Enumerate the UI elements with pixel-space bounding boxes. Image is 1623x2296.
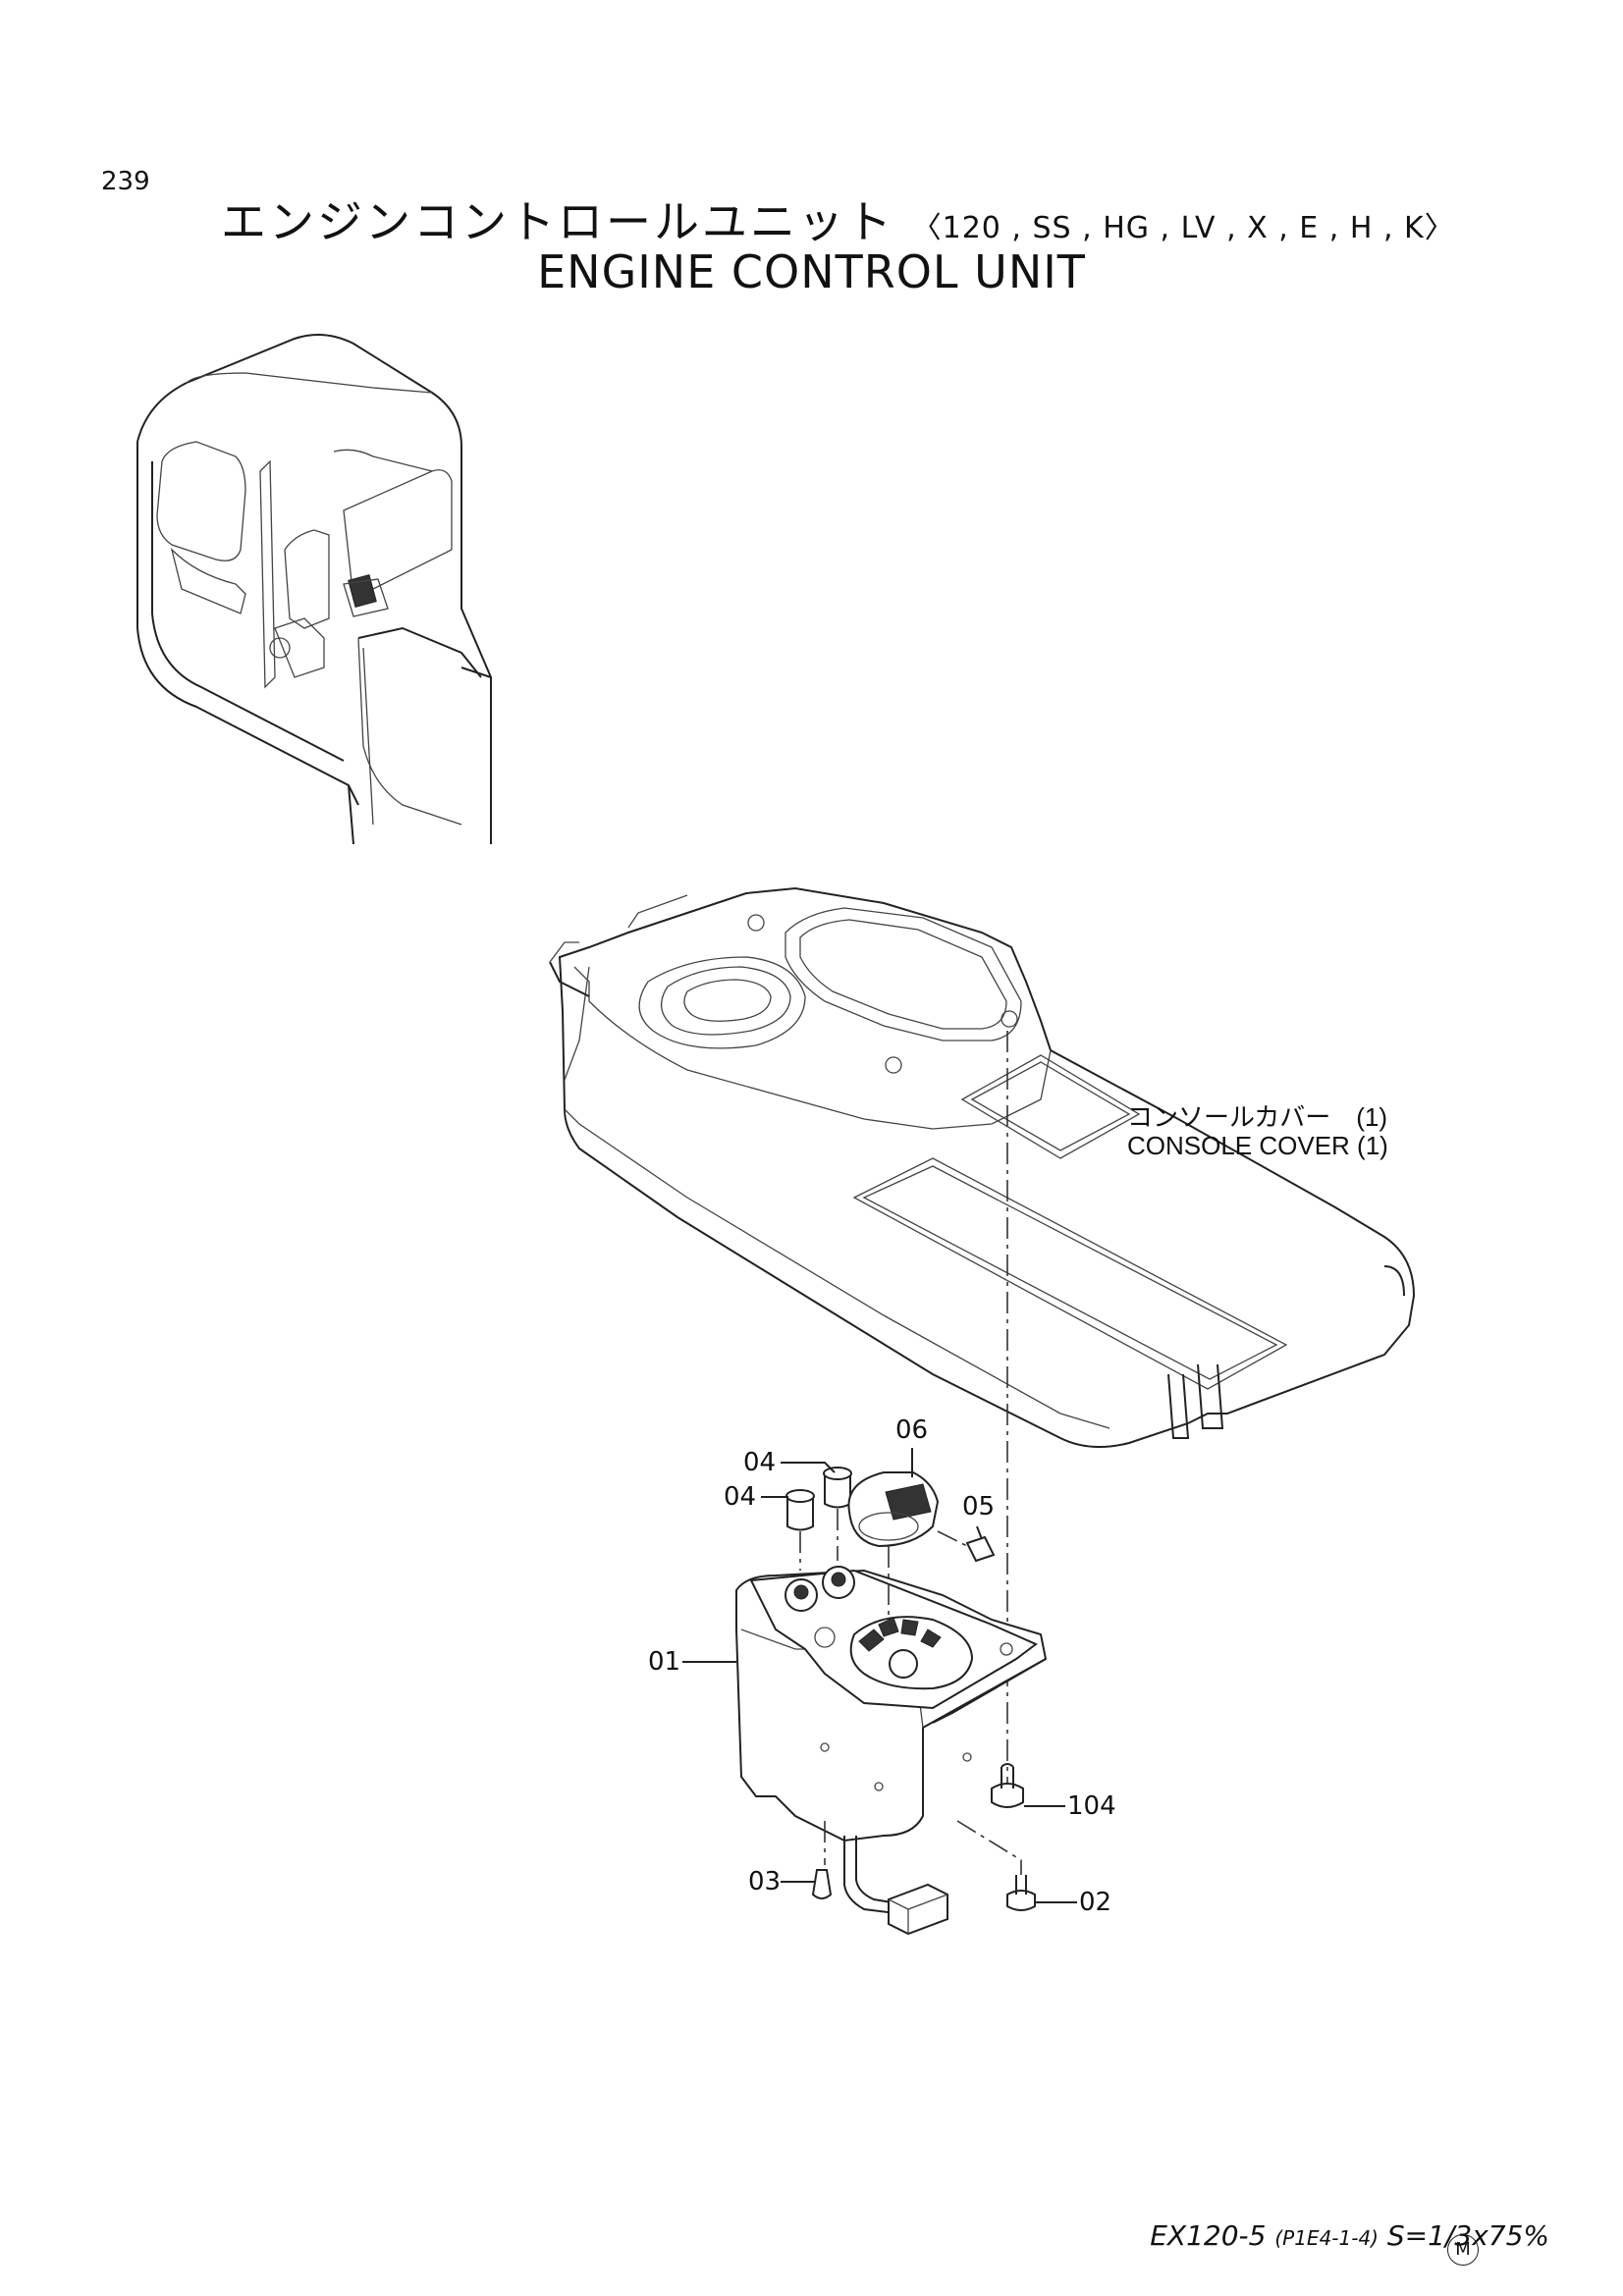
footer-reference: EX120-5 (P1E4-1-4) S=1/3x75% <box>1150 2219 1549 2252</box>
excavator-cab-overview <box>136 334 492 845</box>
footer-scale: S=1/3x75% <box>1386 2219 1549 2252</box>
title-model-list: 〈120 , SS , HG , LV , X , E , H , K〉 <box>911 211 1455 245</box>
engine-control-unit-drawing <box>735 1566 1048 1936</box>
part-label-01: 01 <box>648 1647 681 1677</box>
button-caps-04 <box>785 1467 852 1571</box>
console-cover-drawing <box>549 886 1416 1448</box>
title-japanese: エンジンコントロールユニット 〈120 , SS , HG , LV , X ,… <box>221 187 1455 251</box>
title-japanese-text: エンジンコントロールユニット <box>221 195 894 248</box>
knob-06 <box>847 1471 940 1629</box>
part-label-04a: 04 <box>743 1448 777 1477</box>
part-label-04b: 04 <box>724 1482 757 1512</box>
screw-02 <box>956 1820 1036 1911</box>
part-label-02: 02 <box>1079 1888 1112 1917</box>
part-label-05: 05 <box>962 1492 996 1522</box>
part-label-104: 104 <box>1067 1791 1116 1821</box>
page-number: 239 <box>101 167 150 196</box>
screw-104 <box>991 1763 1024 1808</box>
console-cover-label-en: CONSOLE COVER (1) <box>1127 1131 1388 1160</box>
pin-05 <box>937 1530 996 1563</box>
m-mark-badge: M <box>1447 2234 1479 2266</box>
lamp-03 <box>811 1821 833 1899</box>
part-label-06: 06 <box>895 1415 929 1445</box>
title-english: ENGINE CONTROL UNIT <box>537 245 1086 298</box>
footer-ref-code: (P1E4-1-4) <box>1274 2226 1379 2250</box>
footer-model: EX120-5 <box>1150 2219 1267 2252</box>
console-cover-label-jp: コンソールカバー (1) <box>1127 1102 1387 1132</box>
part-label-03: 03 <box>748 1867 782 1896</box>
leader-lines <box>682 1448 1077 1903</box>
